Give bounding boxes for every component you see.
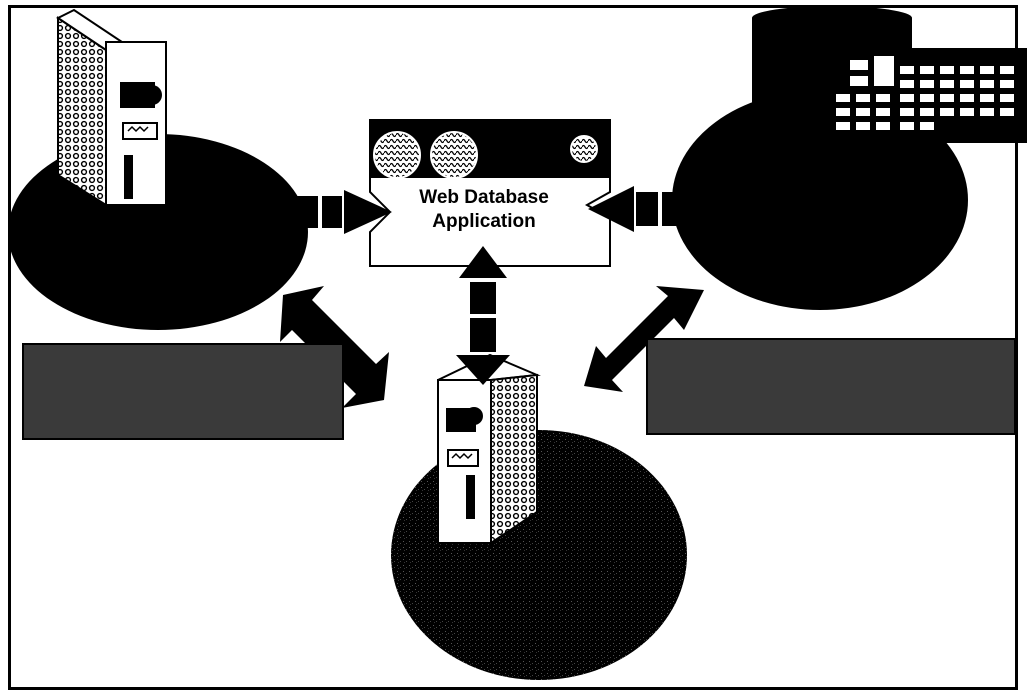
connector-bottom (456, 246, 510, 385)
diagram-frame (8, 5, 1018, 690)
connector-left (290, 190, 392, 234)
left-annotation-box (22, 343, 344, 440)
central-label-line1: Web Database (419, 187, 549, 208)
right-node-blob (672, 90, 968, 310)
right-annotation-box (646, 338, 1016, 435)
connector-right (588, 186, 690, 232)
bottom-node-blob (391, 430, 687, 680)
central-application-label: Web Database Application (368, 186, 600, 234)
central-application-window (369, 119, 611, 267)
right-database-icon (752, 6, 1027, 143)
central-label-line2: Application (432, 211, 536, 232)
bottom-server-icon (437, 353, 541, 545)
left-server-icon (56, 8, 167, 207)
double-arrow-right (584, 286, 704, 392)
